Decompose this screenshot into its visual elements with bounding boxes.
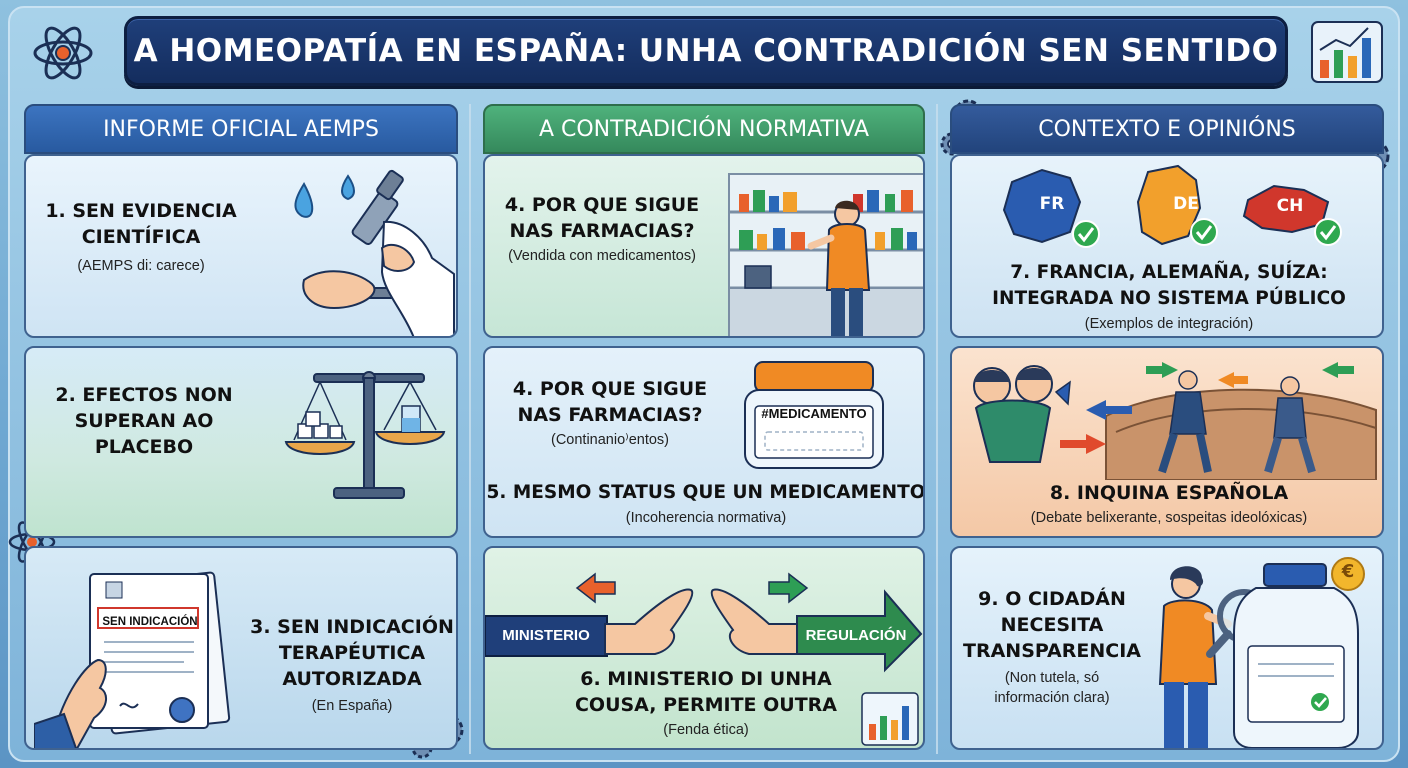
- panel-citizen-transparency: 9. O CIDADÁN NECESITA TRANSPARENCIA (Non…: [950, 546, 1384, 750]
- atom-icon: [33, 26, 93, 80]
- country-label-fr: FR: [1039, 194, 1065, 214]
- page-title: A HOMEOPATÍA EN ESPAÑA: UNHA CONTRADICIÓ…: [133, 33, 1279, 69]
- panel-medicine-status: 4. POR QUE SIGUE NAS FARMACIAS? (Contina…: [483, 346, 925, 538]
- panel-subtitle: (AEMPS di: carece): [77, 258, 205, 274]
- panel-title-line: PLACEBO: [94, 436, 194, 458]
- panel-why-in-pharmacies: 4. POR QUE SIGUE NAS FARMACIAS? (Vendida…: [483, 154, 925, 338]
- opposing-hands-illustration: [485, 572, 923, 673]
- panel-subtitle: (Vendida con medicamentos): [508, 248, 696, 264]
- column-header-contradiction: A CONTRADICIÓN NORMATIVA: [483, 104, 925, 154]
- panel-subtitle: (Exemplos de integración): [1084, 316, 1254, 332]
- country-label-ch: CH: [1276, 196, 1304, 216]
- panel-subtitle-secondary: (Incoherencia normativa): [625, 510, 787, 526]
- euro-coin-icon: €: [1341, 561, 1355, 582]
- panel-subtitle-line: información clara): [994, 690, 1110, 706]
- panel-title-line: NAS FARMACIAS?: [517, 404, 703, 426]
- panel-subtitle: (Continanio⁾entos): [550, 432, 670, 448]
- panel-title-line: 7. FRANCIA, ALEMAÑA, SUÍZA:: [1010, 262, 1328, 283]
- panel-title-line: 6. MINISTERIO DI UNHA: [580, 668, 832, 690]
- panel-placebo-effects: 2. EFECTOS NON SUPERAN AO PLACEBO: [24, 346, 458, 538]
- panel-subtitle: (Debate belixerante, sospeitas ideolóxic…: [1030, 510, 1308, 526]
- panel-subtitle: (En España): [311, 698, 393, 714]
- microscope-hands-illustration: [294, 169, 455, 336]
- panel-no-therapeutic-indication: SEN INDICACIÓN 3. SEN INDICACIÓN TERAPÉU…: [24, 546, 458, 750]
- panel-title-line: 2. EFECTOS NON: [55, 384, 233, 406]
- panel-title-line: AUTORIZADA: [282, 668, 422, 690]
- panel-subtitle-line: (Non tutela, só: [1004, 670, 1100, 686]
- panel-title-line: 9. O CIDADÁN: [978, 588, 1126, 610]
- debate-illustration: [973, 362, 1377, 480]
- document-in-hand-illustration: [34, 571, 231, 748]
- document-label: SEN INDICACIÓN: [102, 616, 198, 628]
- balance-scale-illustration: [284, 371, 446, 499]
- column-header-aemps: INFORME OFICIAL AEMPS: [24, 104, 458, 154]
- magnifier-bottle-illustration: [1158, 557, 1365, 748]
- column-divider: [469, 104, 471, 754]
- panel-ministry-contradiction: MINISTERIO REGULACIÓN 6. MINISTERIO DI U…: [483, 546, 925, 750]
- panel-title-line: TERAPÉUTICA: [278, 642, 426, 664]
- column-header-context: CONTEXTO E OPINIÓNS: [950, 104, 1384, 154]
- panel-title-line: COUSA, PERMITE OUTRA: [574, 694, 838, 716]
- panel-title-line: SUPERAN AO: [74, 410, 214, 432]
- bar-chart-icon: [1311, 21, 1383, 83]
- page-title-banner: A HOMEOPATÍA EN ESPAÑA: UNHA CONTRADICIÓ…: [124, 16, 1288, 86]
- panel-title-line: CIENTÍFICA: [81, 226, 201, 248]
- country-maps-illustration: [1002, 164, 1342, 248]
- panel-countries-integration: FR DE CH 7. FRANCIA, ALEMAÑA, SUÍZA: INT…: [950, 154, 1384, 338]
- column-divider: [936, 104, 938, 754]
- tag-regulation: REGULACIÓN: [805, 627, 907, 644]
- panel-title-line: TRANSPARENCIA: [963, 640, 1141, 662]
- panel-title-line: INTEGRADA NO SISTEMA PÚBLICO: [992, 288, 1346, 309]
- mini-chart-icon: [861, 692, 919, 746]
- panel-no-scientific-evidence: 1. SEN EVIDENCIA CIENTÍFICA (AEMPS di: c…: [24, 154, 458, 338]
- country-label-de: DE: [1173, 194, 1199, 214]
- medicine-jar-illustration: [744, 361, 884, 469]
- panel-subtitle: (Fenda ética): [663, 722, 749, 738]
- panel-title-line: 3. SEN INDICACIÓN: [250, 616, 454, 638]
- panel-title-line: NECESITA: [1000, 614, 1104, 636]
- panel-title-line: NAS FARMACIAS?: [509, 220, 695, 242]
- panel-title-secondary: 5. MESMO STATUS QUE UN MEDICAMENTO: [486, 482, 925, 503]
- panel-title-line: 4. POR QUE SIGUE: [512, 378, 708, 400]
- tag-ministry: MINISTERIO: [502, 627, 590, 644]
- panel-spanish-hostility: 8. INQUINA ESPAÑOLA (Debate belixerante,…: [950, 346, 1384, 538]
- panel-title-line: 1. SEN EVIDENCIA: [45, 200, 237, 222]
- panel-title: 8. INQUINA ESPAÑOLA: [1049, 482, 1289, 504]
- jar-label: #MEDICAMENTO: [761, 406, 867, 421]
- panel-title-line: 4. POR QUE SIGUE: [504, 194, 700, 216]
- pharmacy-shelves-illustration: [728, 173, 923, 336]
